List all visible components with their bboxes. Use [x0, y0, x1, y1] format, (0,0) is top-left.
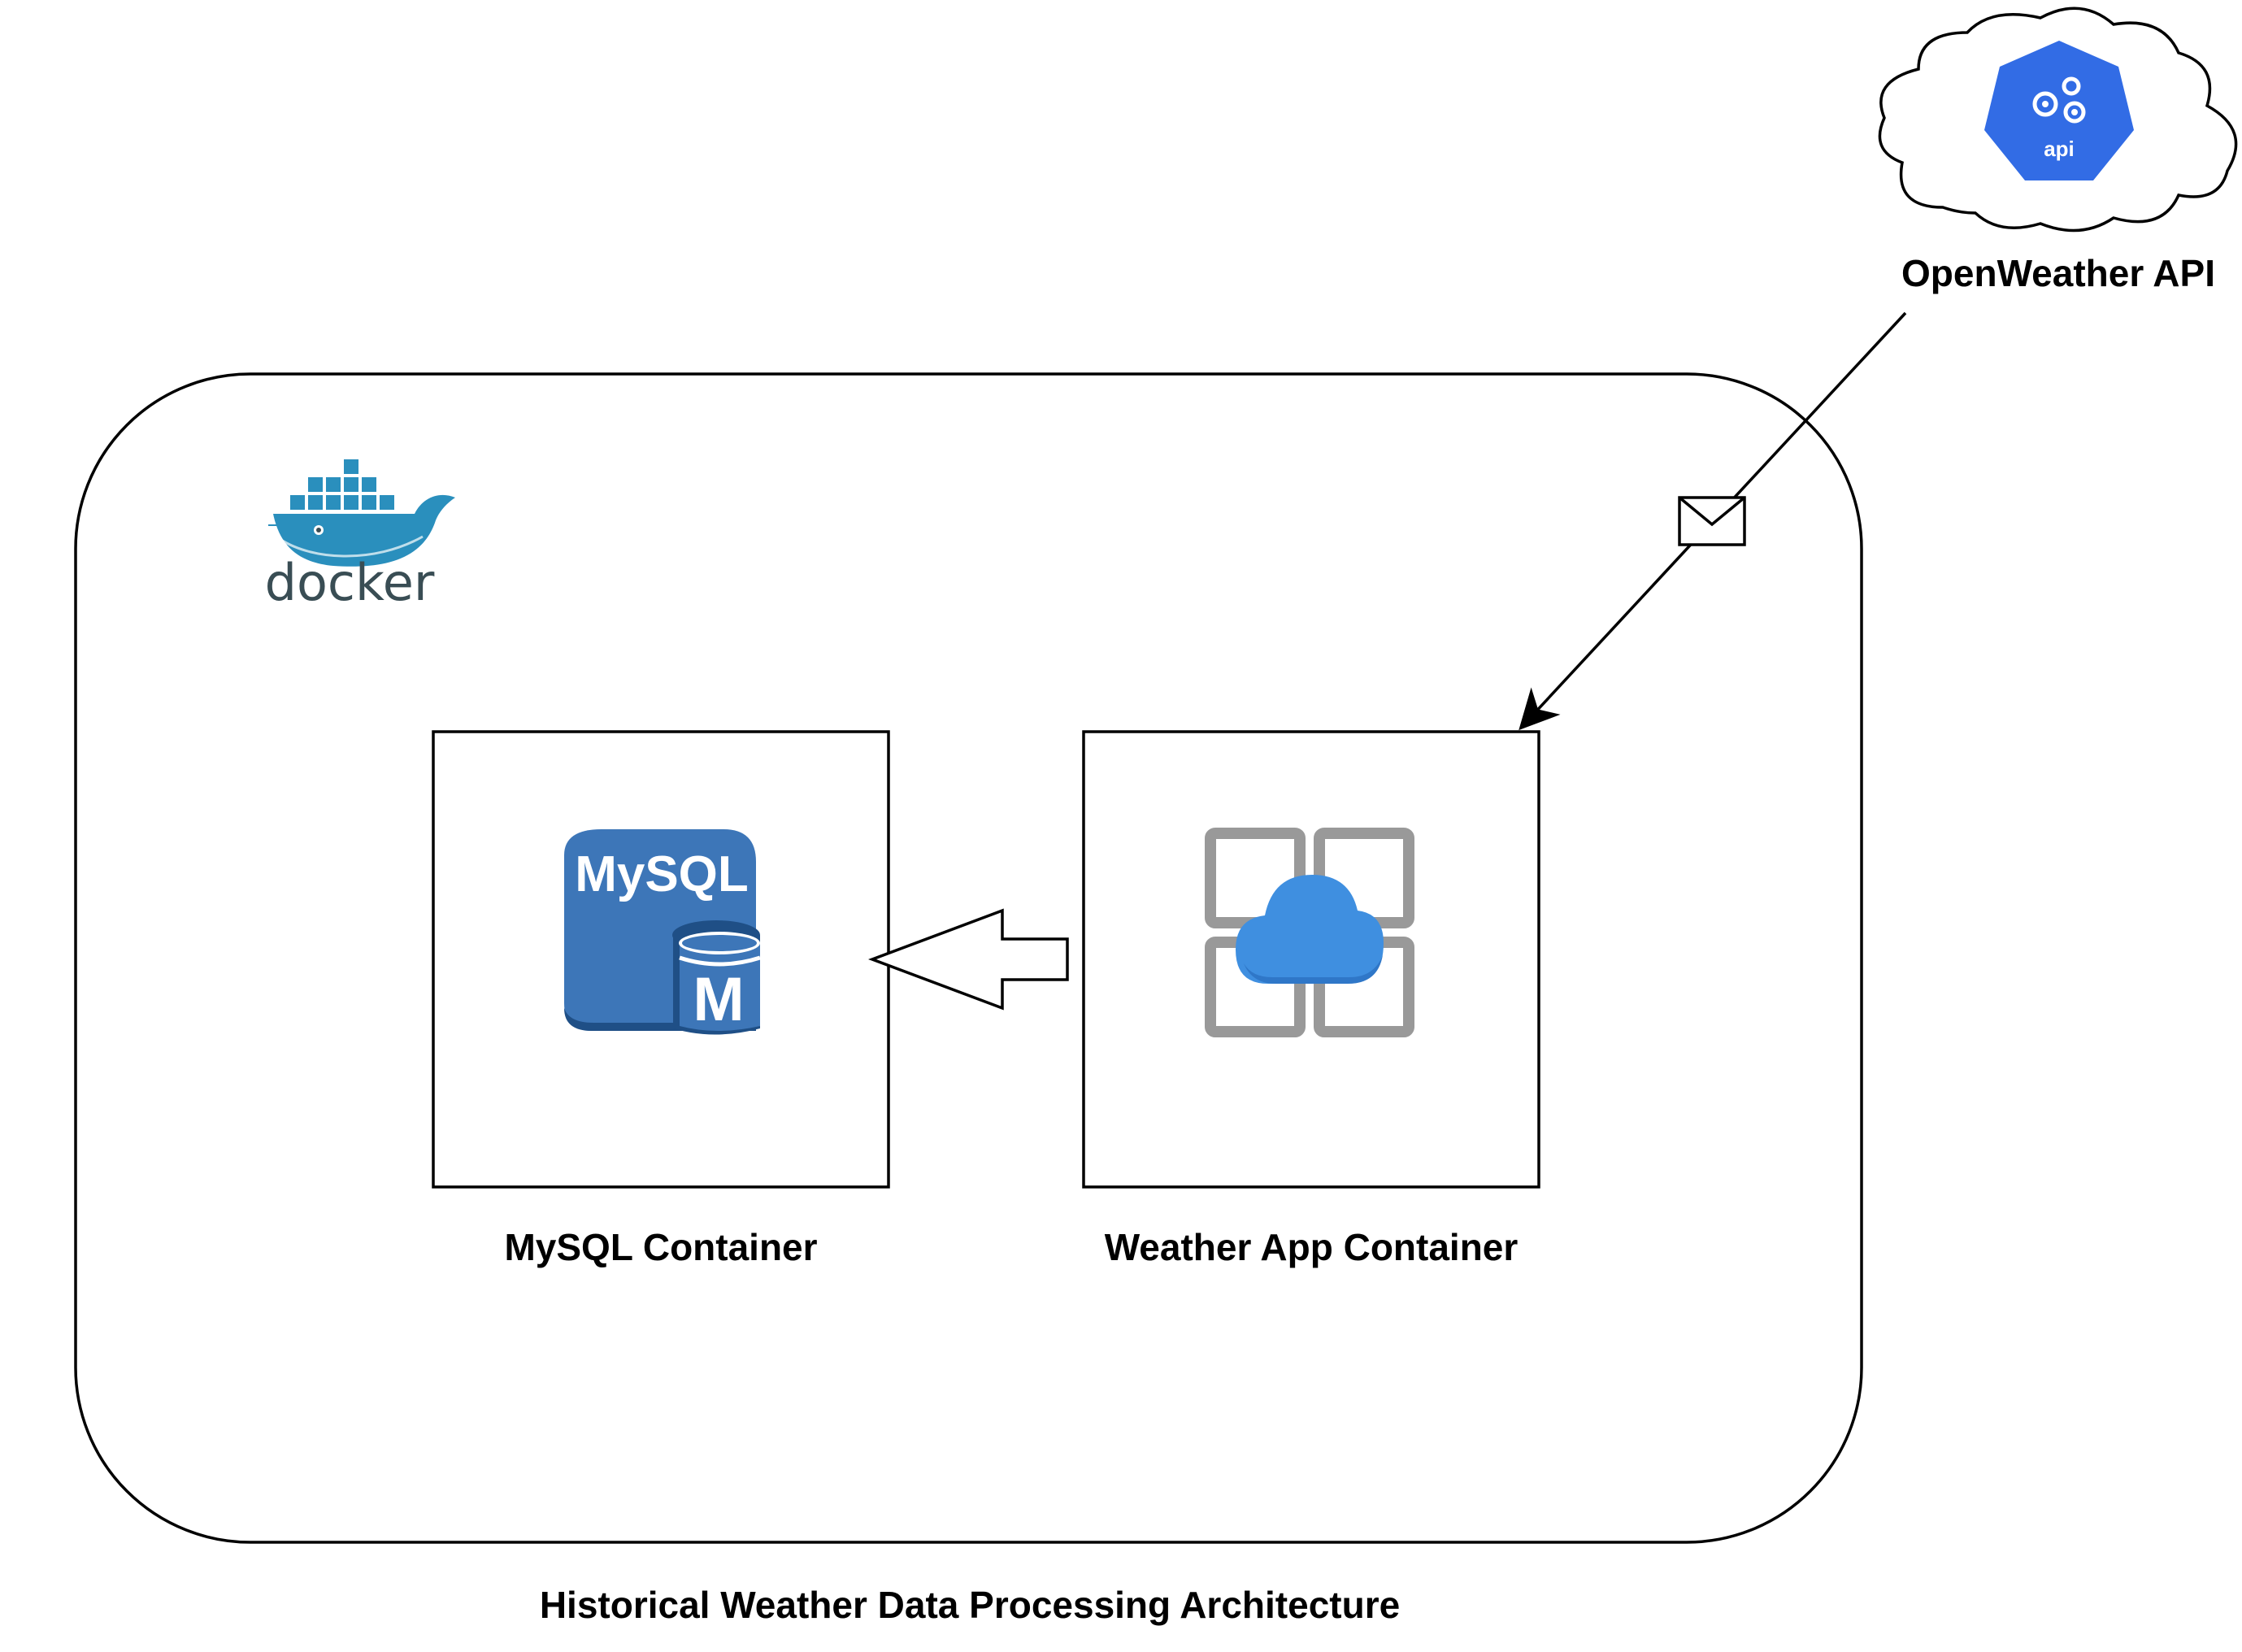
mysql-container-label: MySQL Container — [504, 1226, 817, 1268]
data-flow-arrow — [868, 908, 1069, 1011]
api-icon: api — [1984, 41, 2134, 180]
openweather-api-label: OpenWeather API — [1901, 252, 2215, 294]
docker-logo-text: docker — [265, 553, 435, 612]
mysql-icon: MySQL M — [564, 829, 761, 1035]
cloud-icon — [1236, 875, 1384, 984]
docker-logo: docker — [265, 458, 455, 612]
weather-app-icon — [1205, 828, 1414, 1037]
api-icon-text: api — [2044, 137, 2075, 161]
weather-app-container-label: Weather App Container — [1105, 1226, 1519, 1268]
mysql-icon-letter: M — [693, 965, 744, 1034]
openweather-api-cloud: api — [1878, 7, 2238, 233]
diagram-title: Historical Weather Data Processing Archi… — [540, 1584, 1400, 1626]
mysql-icon-text: MySQL — [575, 846, 749, 902]
message-envelope-icon — [1678, 496, 1746, 546]
docker-whale-icon — [268, 458, 455, 567]
